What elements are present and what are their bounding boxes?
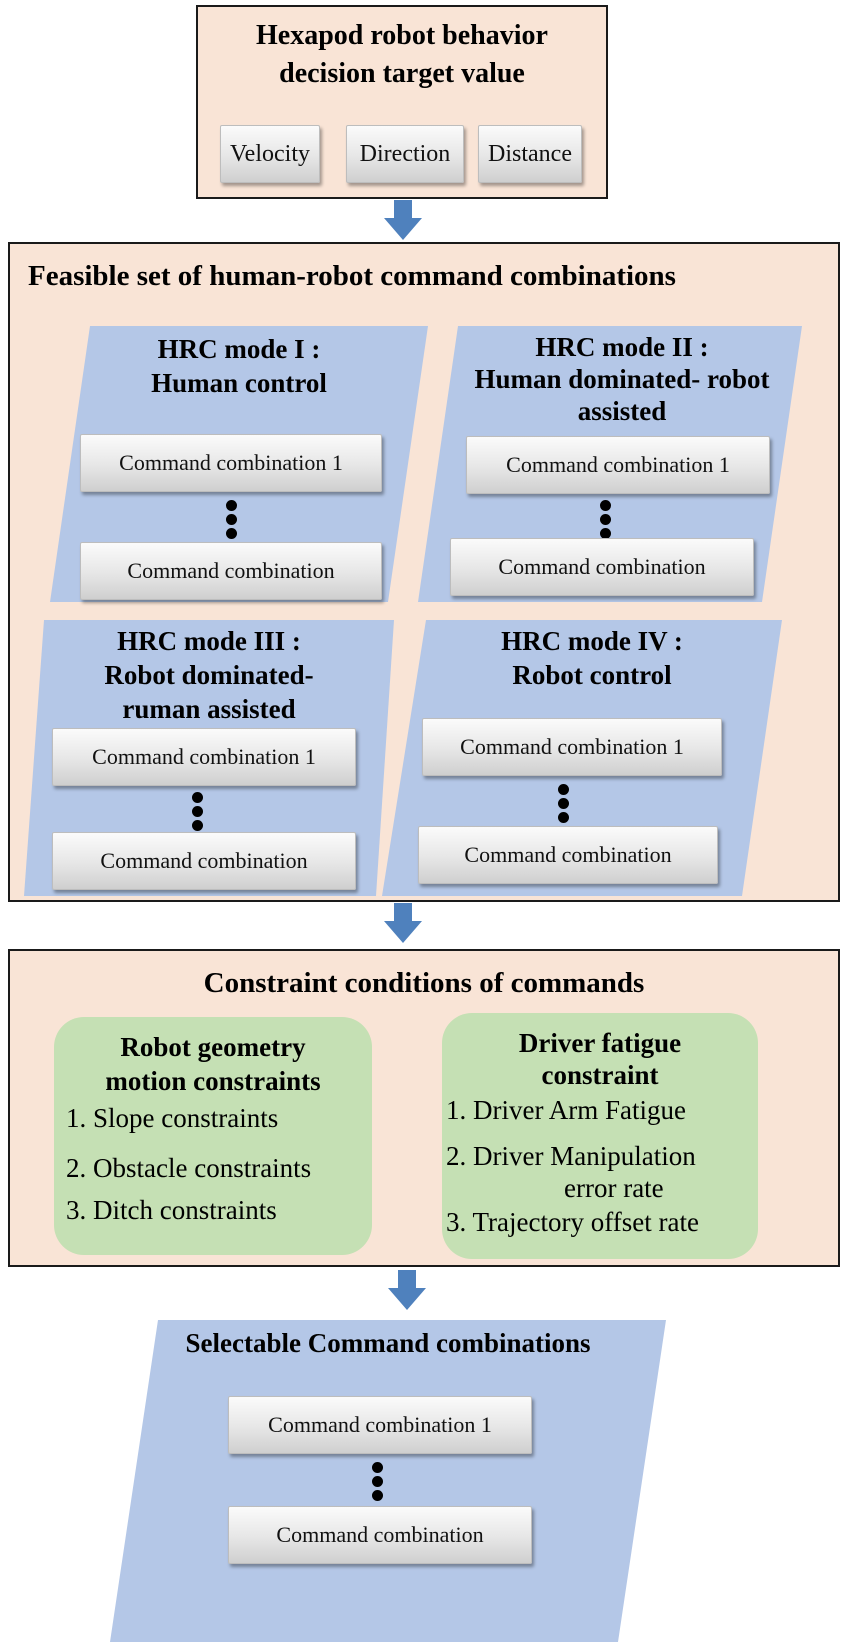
mode-2-command-first: Command combination 1: [466, 436, 770, 494]
geometry-item-1: 1. Slope constraints: [66, 1103, 279, 1133]
feasible-title: Feasible set of human-robot command comb…: [28, 260, 676, 292]
mode-4-command-last: Command combination: [418, 826, 718, 884]
mode-3-title-line2: Robot dominated-: [104, 660, 314, 690]
mode-2-title-line2: Human dominated- robot: [474, 364, 770, 394]
fatigue-item-3: 3. Trajectory offset rate: [446, 1207, 699, 1237]
constraint-title: Constraint conditions of commands: [203, 967, 645, 999]
feasible-set-panel: Feasible set of human-robot command comb…: [8, 242, 840, 902]
fatigue-constraints-box: Driver fatigue constraint 1. Driver Arm …: [442, 1013, 758, 1259]
fatigue-item-2-cont: error rate: [564, 1173, 664, 1203]
mode-3-title-line3: ruman assisted: [122, 694, 296, 724]
fatigue-item-1: 1. Driver Arm Fatigue: [446, 1095, 686, 1125]
ellipsis-dots-icon: [600, 500, 612, 542]
mode-2-command-last: Command combination: [450, 538, 754, 596]
hrc-mode-3: HRC mode III : Robot dominated- ruman as…: [24, 620, 394, 896]
mode-2-title-line1: HRC mode II :: [535, 332, 709, 362]
distance-button: Distance: [478, 125, 582, 183]
target-title-line1: Hexapod robot behavior decision target v…: [256, 20, 548, 89]
mode-1-command-last: Command combination: [80, 542, 382, 600]
mode-4-title-line2: Robot control: [512, 660, 672, 690]
selectable-title: Selectable Command combinations: [185, 1328, 591, 1358]
constraint-panel: Constraint conditions of commands Robot …: [8, 949, 840, 1267]
ellipsis-dots-icon: [558, 784, 570, 826]
geometry-item-2: 2. Obstacle constraints: [66, 1153, 312, 1183]
direction-button: Direction: [346, 125, 464, 183]
geometry-item-3: 3. Ditch constraints: [66, 1195, 277, 1225]
mode-1-title-line1: HRC mode I :: [157, 334, 321, 364]
mode-3-title-line1: HRC mode III :: [117, 626, 301, 656]
ellipsis-dots-icon: [192, 792, 204, 834]
fatigue-title-line2: constraint: [541, 1060, 659, 1090]
mode-1-command-first: Command combination 1: [80, 434, 382, 492]
mode-2-title-line3: assisted: [577, 396, 667, 426]
mode-3-command-last: Command combination: [52, 832, 356, 890]
selectable-command-first: Command combination 1: [228, 1396, 532, 1454]
down-arrow-icon: [384, 200, 422, 240]
velocity-button: Velocity: [220, 125, 320, 183]
ellipsis-dots-icon: [226, 500, 238, 542]
hrc-mode-2: HRC mode II : Human dominated- robot ass…: [418, 326, 802, 602]
selectable-combinations: Selectable Command combinations Command …: [110, 1320, 666, 1642]
down-arrow-icon: [388, 1270, 426, 1310]
geometry-title-line1: Robot geometry: [120, 1032, 306, 1062]
hrc-mode-4: HRC mode IV : Robot control Command comb…: [382, 620, 782, 896]
hrc-mode-1: HRC mode I : Human control Command combi…: [50, 326, 428, 602]
down-arrow-icon: [384, 903, 422, 943]
geometry-title-line2: motion constraints: [105, 1066, 321, 1096]
selectable-command-last: Command combination: [228, 1506, 532, 1564]
ellipsis-dots-icon: [372, 1462, 384, 1504]
fatigue-item-2: 2. Driver Manipulation: [446, 1141, 696, 1171]
fatigue-title-line1: Driver fatigue: [518, 1028, 682, 1058]
mode-3-command-first: Command combination 1: [52, 728, 356, 786]
mode-4-title-line1: HRC mode IV :: [501, 626, 683, 656]
target-value-panel: Hexapod robot behavior decision target v…: [196, 5, 608, 199]
geometry-constraints-box: Robot geometry motion constraints 1. Slo…: [54, 1017, 372, 1255]
mode-4-command-first: Command combination 1: [422, 718, 722, 776]
mode-1-title-line2: Human control: [151, 368, 327, 398]
